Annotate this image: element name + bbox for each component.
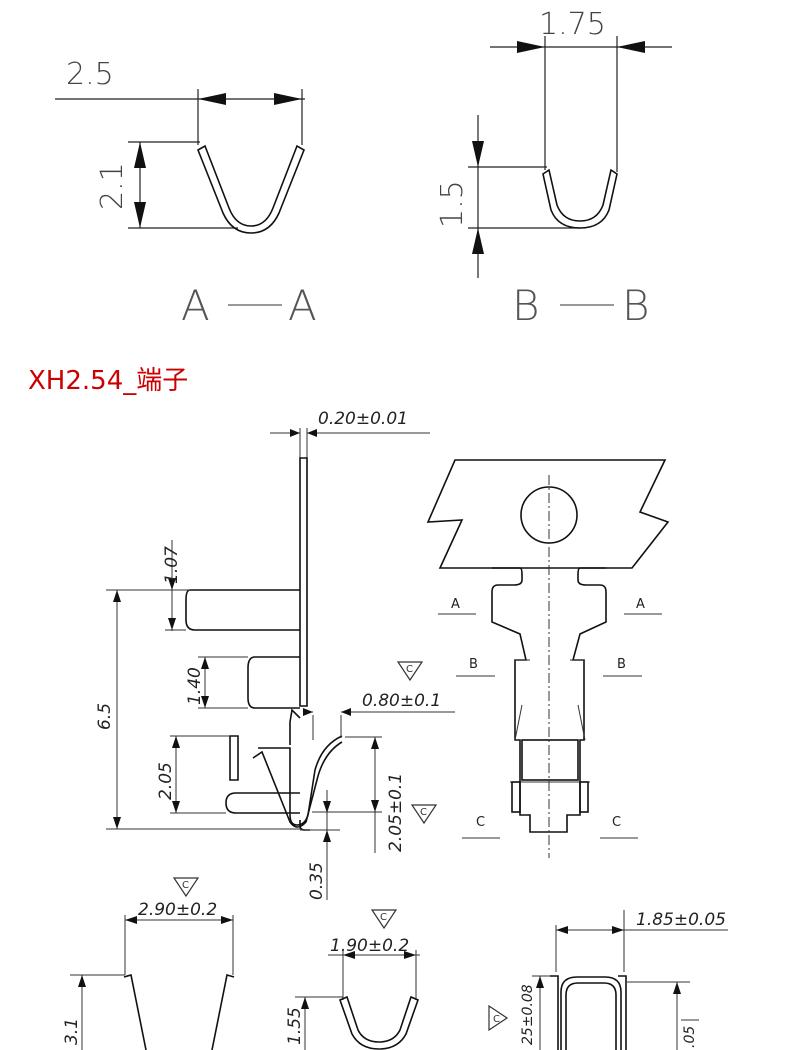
detail-2-height: 1.55 bbox=[285, 1007, 305, 1045]
datum-c-mark-2: C bbox=[420, 807, 427, 818]
detail-2: C 1.90±0.2 1.55 bbox=[285, 909, 420, 1050]
detail-1-height: 3.1 bbox=[62, 1018, 82, 1045]
detail-1: C 2.90±0.2 3.1 bbox=[62, 877, 235, 1050]
spring-offset-dim: 0.80±0.1 bbox=[362, 691, 441, 711]
total-height-dim: 6.5 bbox=[95, 703, 115, 730]
front-view: A A B B C C bbox=[426, 459, 670, 858]
front-mark-b-left: B bbox=[469, 657, 478, 672]
section-b-width: 1.75 bbox=[539, 7, 606, 42]
datum-c-mark-1: C bbox=[406, 664, 413, 675]
detail-3-width: 1.85±0.05 bbox=[636, 910, 726, 930]
section-b-height: 1.5 bbox=[435, 180, 470, 228]
front-mark-b-right: B bbox=[617, 657, 626, 672]
section-a-view: 2.5 2.1 A A bbox=[55, 57, 317, 330]
thickness-dim: 0.20±0.01 bbox=[318, 409, 408, 429]
detail-3-height: 25±0.08 bbox=[520, 984, 536, 1045]
front-mark-a-right: A bbox=[636, 597, 645, 612]
lower-height-dim: 2.05 bbox=[156, 762, 176, 800]
detail-1-width: 2.90±0.2 bbox=[138, 900, 217, 920]
section-a-width: 2.5 bbox=[66, 57, 114, 92]
front-mark-a-left: A bbox=[451, 597, 460, 612]
section-b-label-left: B bbox=[512, 281, 540, 330]
detail-3-side: .05 bbox=[682, 1026, 698, 1048]
top-offset-dim: 1.07 bbox=[162, 546, 182, 584]
spring-height-dim: 2.05±0.1 bbox=[386, 773, 406, 852]
drawing-title: XH2.54_端子 bbox=[28, 366, 188, 396]
section-a-label-left: A bbox=[181, 281, 210, 330]
detail-3-datum: C bbox=[493, 1014, 500, 1025]
mid-gap-dim: 1.40 bbox=[185, 667, 205, 705]
detail-2-width: 1.90±0.2 bbox=[330, 936, 409, 956]
detail-3: 1.85±0.05 25±0.08 C .05 bbox=[488, 910, 728, 1050]
side-view: 0.20±0.01 6.5 1.07 1.40 bbox=[95, 409, 455, 900]
front-mark-c-right: C bbox=[612, 815, 621, 830]
detail-1-datum: C bbox=[182, 880, 189, 891]
section-a-height: 2.1 bbox=[95, 162, 130, 210]
bottom-offset-dim: 0.35 bbox=[307, 862, 327, 900]
section-a-label-right: A bbox=[288, 281, 317, 330]
front-mark-c-left: C bbox=[476, 815, 485, 830]
section-b-label-right: B bbox=[622, 281, 650, 330]
detail-2-datum: C bbox=[380, 912, 387, 923]
section-b-view: 1.75 1.5 B B bbox=[435, 7, 672, 330]
